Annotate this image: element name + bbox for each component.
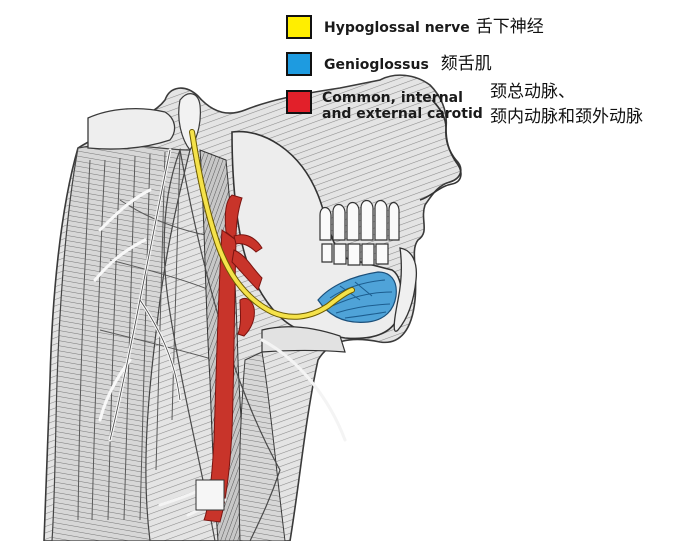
genioglossus-swatch <box>286 52 312 76</box>
legend-carotid: Common, internal and external carotid <box>286 90 492 122</box>
carotid-label-en-line1: Common, internal <box>322 90 463 106</box>
genioglossus-label-zh: 颏舌肌 <box>440 54 492 74</box>
hypoglossal-label-en: Hypoglossal nerve <box>324 20 470 36</box>
mastoid-region <box>87 108 176 150</box>
legend-genioglossus: Genioglossus 颏舌肌 <box>286 52 492 76</box>
carotid-label-zh-line2: 颈内动脉和颈外动脉 <box>490 107 643 127</box>
upper-lip-nose <box>419 99 462 201</box>
teeth <box>319 199 400 266</box>
lower-lip-chin <box>393 247 418 332</box>
hypoglossal-label-zh: 舌下神经 <box>475 17 544 37</box>
hypoglossal-swatch <box>286 15 312 39</box>
genioglossus-fibres <box>329 279 393 319</box>
carotid-label-zh: 颈总动脉、 颈内动脉和颈外动脉 <box>490 80 643 130</box>
carotid-label-zh-line1: 颈总动脉、 <box>490 82 575 102</box>
carotid-label-en: Common, internal and external carotid <box>322 90 492 122</box>
clavicle-fragment <box>195 479 225 511</box>
legend-hypoglossal: Hypoglossal nerve 舌下神经 <box>286 15 544 39</box>
genioglossus-label-en: Genioglossus <box>324 57 429 73</box>
infrahyoid-muscles <box>238 351 286 541</box>
carotid-arteries <box>203 194 263 523</box>
carotid-label-en-line2: and external carotid <box>322 106 483 122</box>
carotid-swatch <box>286 90 312 114</box>
